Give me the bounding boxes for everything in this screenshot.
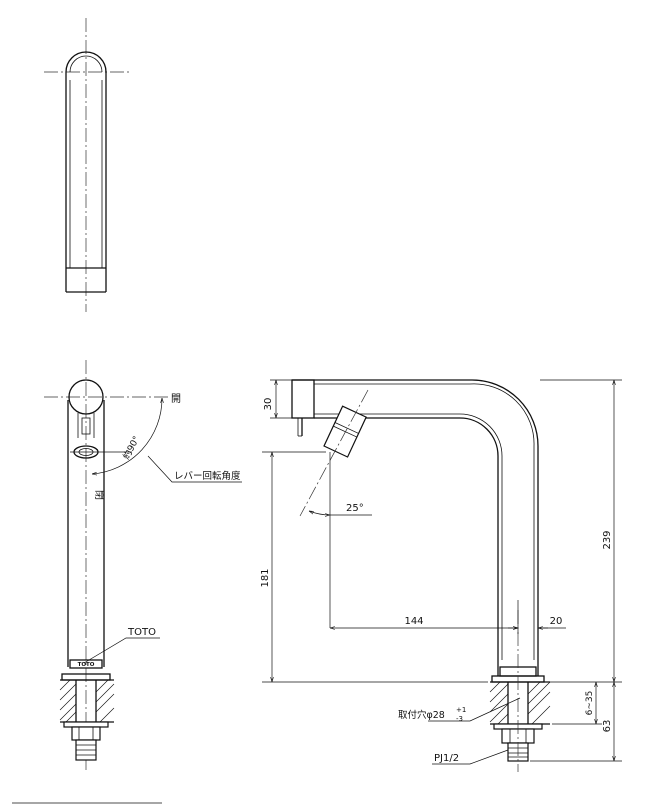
label-angle: 約90° (120, 434, 142, 462)
front-view-rotation-arc (92, 398, 162, 474)
side-view-hatch (489, 681, 551, 725)
dim-181: 181 (260, 568, 271, 587)
side-view-spout-outer (292, 379, 539, 676)
side-view-outlet-axis (299, 389, 369, 517)
side-view-outlet-nozzle (323, 405, 367, 458)
label-close: 閉 (93, 490, 105, 500)
front-view: TOTO 開 閉 約90° (44, 360, 242, 770)
side-view: 25° 30 (260, 379, 622, 772)
dim-63: 63 (602, 720, 613, 733)
dim-6-35: 6~35 (585, 691, 595, 716)
leader-mount-hole (428, 697, 521, 722)
front-view-lever-slot (81, 417, 91, 435)
dim-20: 20 (550, 616, 563, 627)
label-mount-hole: 取付穴φ28 (398, 709, 445, 721)
front-view-washer (63, 721, 109, 728)
label-lever-rotation: レバー回転角度 (174, 470, 241, 482)
side-view-25-arc (309, 511, 330, 515)
dim-25deg: 25° (346, 503, 364, 514)
top-view (44, 18, 130, 312)
leader-brand (83, 637, 160, 664)
top-view-spout-bend-inner (69, 55, 103, 73)
front-view-nut (71, 726, 101, 741)
front-view-brand-mark: TOTO (78, 662, 95, 668)
top-view-spout-bend (65, 51, 107, 73)
dim-239: 239 (602, 530, 613, 549)
leader-thread (432, 749, 509, 765)
leader-rotation (147, 455, 242, 483)
label-brand: TOTO (127, 627, 156, 638)
side-view-spout-core-bottom (314, 413, 503, 660)
dim-144: 144 (404, 616, 423, 627)
front-view-lever-knob (68, 379, 104, 415)
side-view-spout-inner (314, 417, 499, 676)
front-view-hatch (59, 679, 115, 723)
label-open: 開 (171, 393, 181, 405)
label-tol-plus: +1 (456, 706, 466, 714)
front-view-base-top (69, 659, 103, 669)
label-thread: PJ1/2 (434, 753, 459, 764)
side-view-spout-core-top (314, 383, 535, 660)
dim-30: 30 (263, 398, 274, 411)
side-view-lever (291, 379, 315, 419)
label-tol-minus: -3 (456, 715, 463, 723)
